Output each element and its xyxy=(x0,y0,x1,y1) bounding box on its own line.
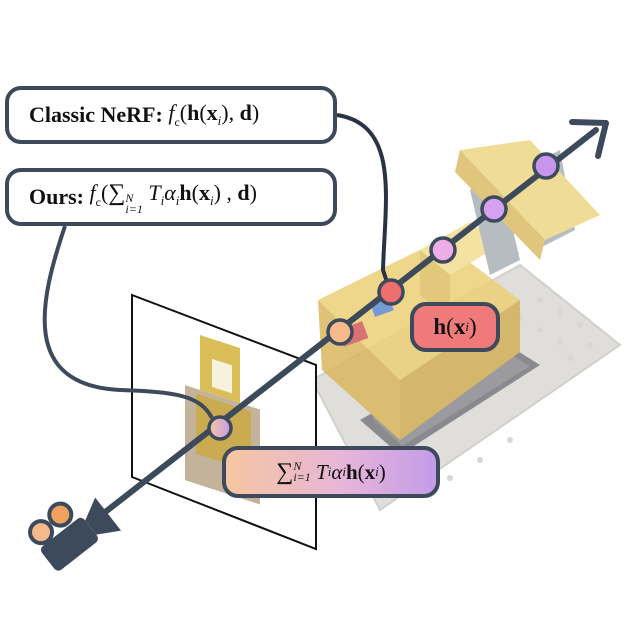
classic-connector xyxy=(336,113,390,286)
classic-formula: fc(h(xi), d) xyxy=(168,100,260,129)
ours-prefix: Ours: xyxy=(29,184,84,209)
video-camera-icon xyxy=(28,497,122,571)
classic-prefix: Classic NeRF: xyxy=(29,102,163,127)
arrow-head-icon xyxy=(569,119,609,159)
sample-point-1 xyxy=(326,318,354,346)
sample-point-5 xyxy=(532,152,560,180)
classic-nerf-label: Classic NeRF: fc(h(xi), d) xyxy=(5,86,337,144)
sample-point-4 xyxy=(480,195,508,223)
pixel-point xyxy=(207,415,233,441)
ours-connector xyxy=(42,225,214,419)
sample-point-2 xyxy=(377,278,405,306)
sample-point-3 xyxy=(429,236,457,264)
